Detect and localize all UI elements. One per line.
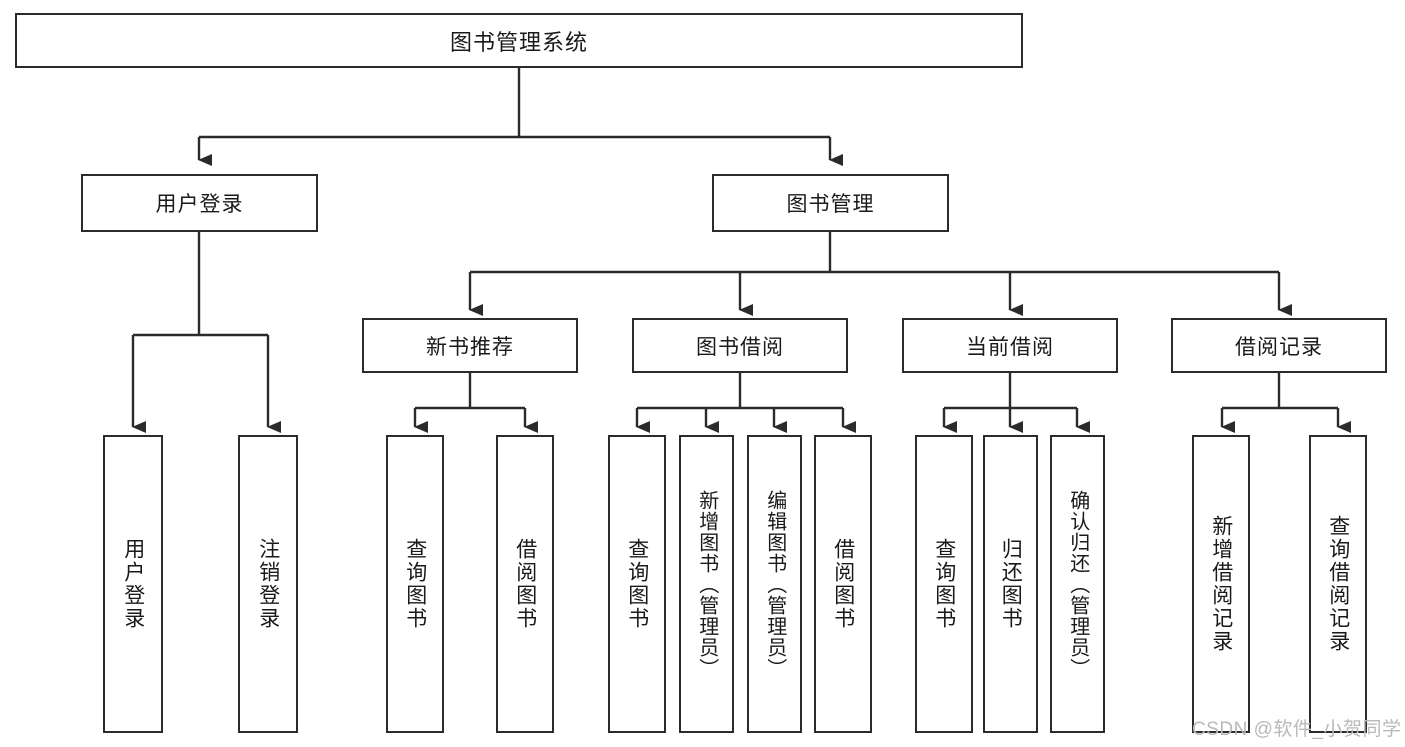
node-label: 查询借阅记录 [1326, 515, 1350, 653]
node-label: 图书管理 [786, 193, 875, 216]
node-book-borrow[interactable]: 图书借阅 [632, 318, 848, 373]
leaf-return-book[interactable]: 归还图书 [983, 435, 1038, 733]
node-user-login[interactable]: 用户登录 [81, 174, 318, 232]
node-label: 新书推荐 [426, 335, 514, 359]
leaf-edit-book-admin[interactable]: 编辑图书（管理员） [747, 435, 802, 733]
leaf-user-login[interactable]: 用户登录 [103, 435, 163, 733]
node-label: 确认归还（管理员） [1066, 489, 1089, 679]
leaf-add-borrow-record[interactable]: 新增借阅记录 [1192, 435, 1250, 733]
leaf-borrow-book-recommend[interactable]: 借阅图书 [496, 435, 554, 733]
leaf-logout[interactable]: 注销登录 [238, 435, 298, 733]
node-label: 注销登录 [256, 538, 280, 630]
leaf-confirm-return-admin[interactable]: 确认归还（管理员） [1050, 435, 1105, 733]
leaf-query-book-current[interactable]: 查询图书 [915, 435, 973, 733]
node-label: 借阅图书 [831, 538, 855, 630]
node-label: 新增借阅记录 [1209, 515, 1233, 653]
watermark: CSDN @软件_小贺同学 [1192, 719, 1402, 740]
node-label: 查询图书 [625, 538, 649, 630]
node-label: 归还图书 [999, 538, 1023, 630]
leaf-query-borrow-record[interactable]: 查询借阅记录 [1309, 435, 1367, 733]
node-borrow-records[interactable]: 借阅记录 [1171, 318, 1387, 373]
node-root-system[interactable]: 图书管理系统 [15, 13, 1023, 68]
node-label: 图书借阅 [696, 335, 784, 359]
node-label: 借阅图书 [513, 538, 537, 630]
node-new-book-recommend[interactable]: 新书推荐 [362, 318, 578, 373]
node-label: 查询图书 [932, 538, 956, 630]
node-label: 当前借阅 [966, 335, 1054, 359]
leaf-query-book-recommend[interactable]: 查询图书 [386, 435, 444, 733]
leaf-add-book-admin[interactable]: 新增图书（管理员） [679, 435, 734, 733]
node-label: 图书管理系统 [449, 29, 588, 55]
node-label: 编辑图书（管理员） [763, 489, 786, 679]
node-current-borrow[interactable]: 当前借阅 [902, 318, 1118, 373]
leaf-query-book-borrow[interactable]: 查询图书 [608, 435, 666, 733]
node-label: 借阅记录 [1235, 335, 1323, 359]
node-book-management[interactable]: 图书管理 [712, 174, 949, 232]
node-label: 用户登录 [155, 193, 244, 216]
node-label: 查询图书 [403, 538, 427, 630]
leaf-borrow-book[interactable]: 借阅图书 [814, 435, 872, 733]
node-label: 新增图书（管理员） [695, 489, 718, 679]
node-label: 用户登录 [121, 538, 145, 630]
